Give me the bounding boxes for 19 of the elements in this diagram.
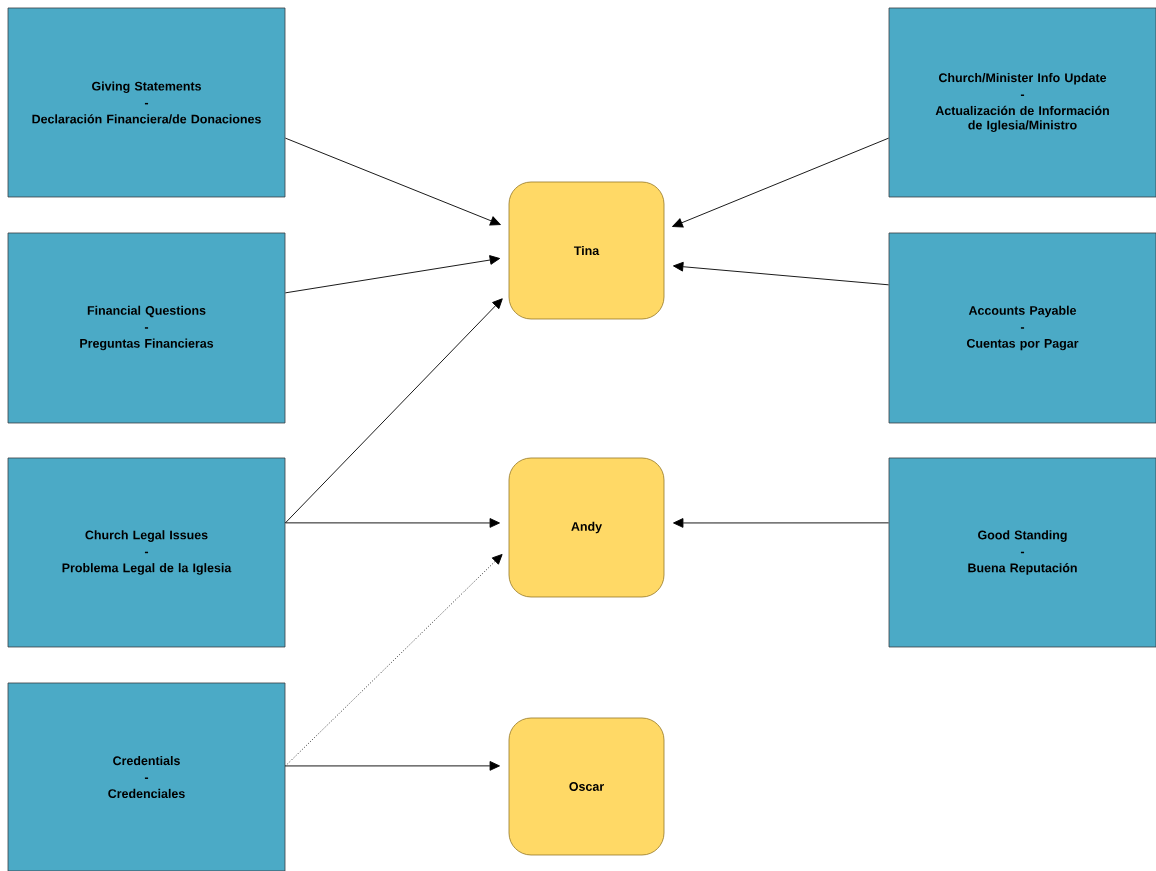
arrow [284,554,503,767]
topic-box: Good Standing - Buena Reputación [888,457,1156,648]
person-box: Oscar [508,717,665,856]
topic-box: Financial Questions - Preguntas Financieras [7,232,286,424]
arrow [284,518,500,528]
topic-box: Church Legal Issues - Problema Legal de la Iglesia [7,457,286,648]
topic-box: Credentials - Credenciales [7,682,286,871]
topic-box: Accounts Payable - Cuentas por Pagar [888,232,1156,424]
arrow [284,761,500,771]
person-box: Andy [508,457,665,598]
arrow [673,261,890,286]
arrow [673,518,890,528]
arrow [284,137,501,226]
arrow [672,137,890,228]
arrow [284,298,503,524]
person-box: Tina [508,181,665,320]
topic-box: Church/Minister Info Update - Actualización de Información de Iglesia/Ministro [888,7,1156,198]
topic-box: Giving Statements - Declaración Financiera/de Donaciones [7,7,286,198]
arrow [284,255,501,294]
